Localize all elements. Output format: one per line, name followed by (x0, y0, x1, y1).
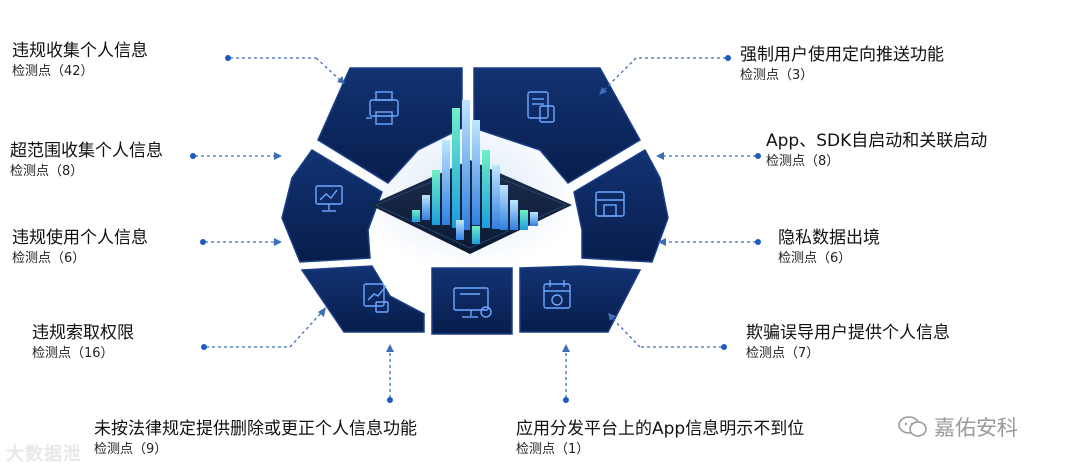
item-count: 检测点（7） (746, 346, 820, 361)
connector-dots (190, 55, 761, 403)
item-misleading-users: 欺骗误导用户提供个人信息 检测点（7） (746, 322, 950, 364)
item-title: 超范围收集个人信息 (10, 141, 163, 161)
item-count: 检测点（3） (740, 68, 814, 83)
item-count: 检测点（6） (12, 251, 86, 266)
item-title: 应用分发平台上的App信息明示不到位 (516, 419, 805, 439)
segment-bottom-left (300, 265, 425, 333)
item-illegal-collection: 违规收集个人信息 检测点（42） (12, 40, 148, 82)
segment-left-upper (281, 149, 383, 263)
segment-bottom-right (519, 265, 642, 333)
item-title: App、SDK自启动和关联启动 (766, 131, 988, 151)
item-count: 检测点（8） (10, 164, 84, 179)
printer-icon (366, 91, 399, 125)
item-illegal-permission: 违规索取权限 检测点（16） (32, 322, 134, 364)
item-count: 检测点（9） (94, 442, 168, 457)
document-calculator-icon (527, 91, 555, 123)
item-count: 检测点（16） (32, 346, 114, 361)
item-title: 未按法律规定提供删除或更正个人信息功能 (94, 419, 417, 439)
item-title: 违规索取权限 (32, 323, 134, 343)
item-count: 检测点（8） (766, 154, 840, 169)
center-platform (370, 160, 572, 254)
item-title: 违规使用个人信息 (12, 228, 148, 248)
watermark-left: 大数据泄 (6, 444, 82, 465)
item-count: 检测点（1） (516, 442, 590, 457)
segment-right-upper (573, 148, 669, 263)
connector-arrowheads (274, 76, 666, 352)
item-title: 欺骗误导用户提供个人信息 (746, 323, 950, 343)
storefront-icon (595, 191, 625, 217)
item-title: 隐私数据出境 (778, 228, 880, 248)
wechat-icon (898, 416, 927, 437)
monitor-chart-icon (315, 185, 343, 212)
watermark-right-text: 嘉佑安科 (934, 416, 1018, 440)
growth-chart-icon (363, 283, 389, 313)
item-title: 强制用户使用定向推送功能 (740, 45, 944, 65)
segment-top-left (317, 67, 463, 184)
monitor-gear-icon (453, 287, 492, 318)
data-bars (412, 100, 538, 244)
item-illegal-use: 违规使用个人信息 检测点（6） (12, 227, 148, 269)
item-title: 违规收集个人信息 (12, 41, 148, 61)
item-no-delete-function: 未按法律规定提供删除或更正个人信息功能 检测点（9） (94, 418, 417, 460)
item-app-info-disclosure: 应用分发平台上的App信息明示不到位 检测点（1） (516, 418, 804, 460)
item-count: 检测点（6） (778, 251, 852, 266)
item-count: 检测点（42） (12, 64, 94, 79)
calendar-money-icon (543, 280, 571, 309)
watermark-right: 嘉佑安科 (898, 412, 1018, 442)
item-data-export: 隐私数据出境 检测点（6） (778, 227, 880, 269)
connectors (195, 57, 756, 398)
item-auto-start: App、SDK自启动和关联启动 检测点（8） (766, 130, 987, 172)
item-excessive-collection: 超范围收集个人信息 检测点（8） (10, 140, 163, 182)
item-forced-push: 强制用户使用定向推送功能 检测点（3） (740, 44, 944, 86)
segment-bottom-center (431, 267, 513, 335)
